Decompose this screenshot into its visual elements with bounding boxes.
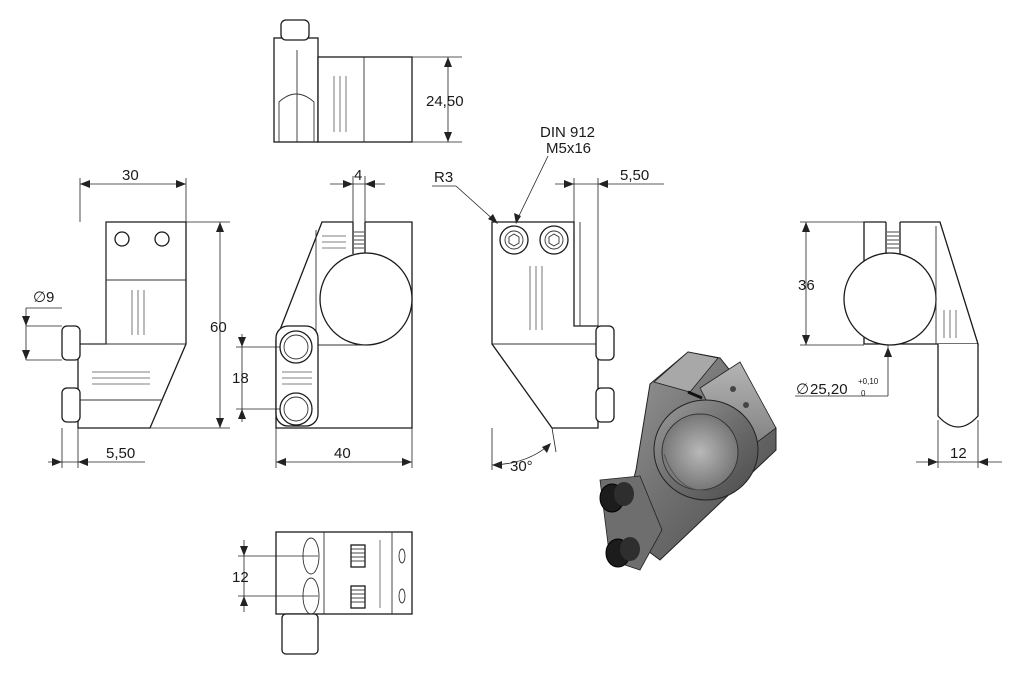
top-view-pin-cap (280, 19, 310, 41)
dim-right-width: 12 (950, 445, 967, 462)
dim-bottom-spacing: 12 (232, 569, 249, 586)
dim-pin-spacing: 18 (232, 370, 249, 387)
dim-bore-diameter-symbol: ∅ (796, 381, 809, 398)
dim-pin-diameter: 9 (46, 289, 54, 306)
screw-spec-line1: DIN 912 (540, 124, 595, 141)
front-pin-top (61, 325, 81, 361)
dim-top-height: 24,50 (426, 93, 464, 110)
front-view: 30 60 ∅ 9 5,50 (22, 167, 230, 468)
rear-view: R3 DIN 912 M5x16 5,50 30° (432, 124, 664, 475)
top-view-block (317, 56, 413, 143)
dim-rear-offset: 5,50 (620, 167, 649, 184)
dim-front-offset: 5,50 (106, 445, 135, 462)
bottom-view-body (275, 531, 413, 615)
side-view: 4 18 40 (232, 167, 413, 468)
right-view-bore (843, 252, 937, 346)
top-view: 24,50 (273, 19, 464, 143)
dim-front-height: 60 (210, 319, 227, 336)
top-view-pin-body (273, 37, 319, 143)
dim-bore-tol-upper: +0,10 (858, 377, 879, 386)
dim-front-width: 30 (122, 167, 139, 184)
dim-bore-diameter: 25,20 (810, 381, 848, 398)
right-view: 36 ∅ 25,20 +0,10 0 12 (795, 221, 1002, 468)
rear-pin-bottom (595, 387, 615, 423)
dim-pin-diameter-symbol: ∅ (33, 289, 46, 306)
dim-angle: 30° (510, 458, 533, 475)
right-view-pin (937, 344, 979, 428)
front-pin-bottom (61, 387, 81, 423)
dim-fillet-radius: R3 (434, 169, 453, 186)
bottom-view: 12 (232, 531, 413, 655)
dim-side-width: 40 (334, 445, 351, 462)
rear-view-body (491, 221, 599, 429)
dim-right-height: 36 (798, 277, 815, 294)
rear-pin-top (595, 325, 615, 361)
screw-spec-line2: M5x16 (546, 140, 591, 157)
isometric-view (599, 351, 777, 571)
dim-bore-tol-lower: 0 (861, 389, 866, 398)
dim-slot-width: 4 (354, 167, 362, 184)
side-view-bore (319, 252, 413, 346)
